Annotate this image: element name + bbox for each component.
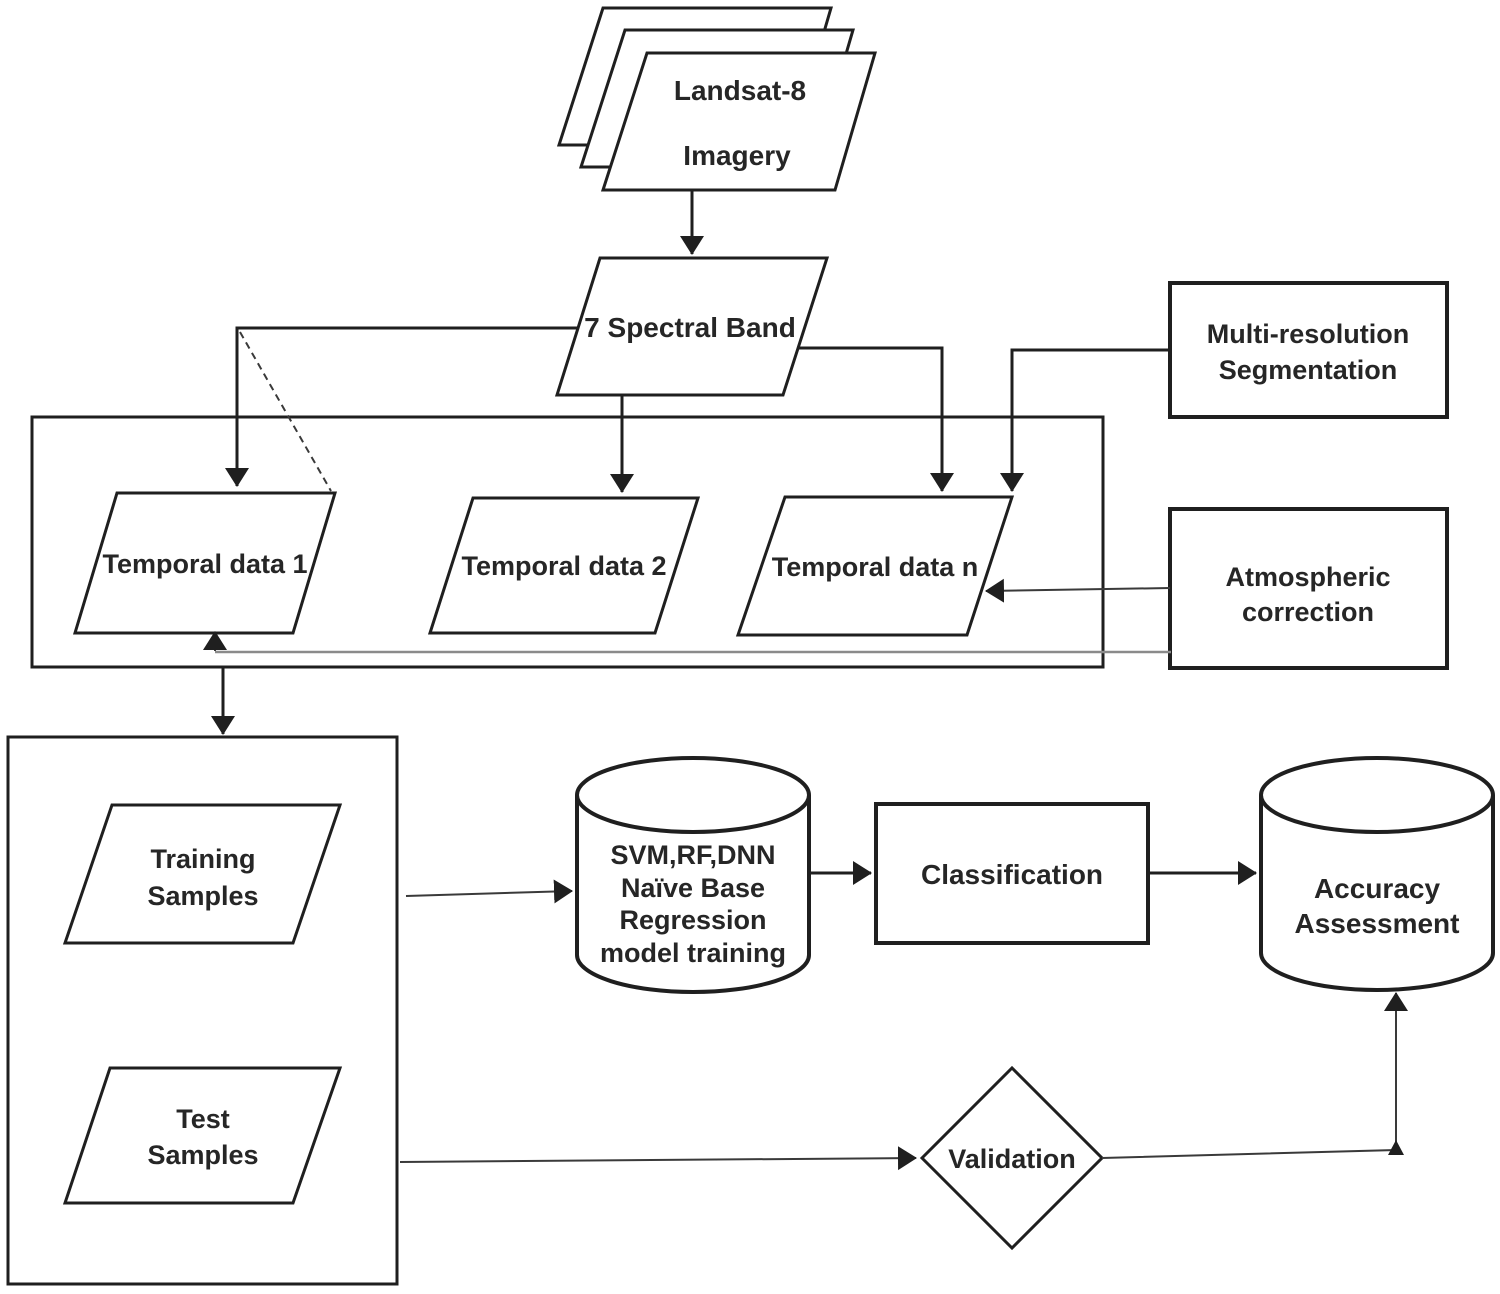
model-training-cylinder-top [575,756,811,834]
landsat-imagery-shape [600,51,878,192]
model-training-cylinder-body [575,795,811,994]
model-label-line1: SVM,RF,DNN [610,840,775,870]
landsat-label-line2: Imagery [683,140,791,171]
temporal-data-n-label: Temporal data n [772,552,979,582]
validation-label: Validation [948,1144,1076,1174]
training-samples-label-line2: Samples [147,881,258,911]
samples-group-box [6,735,399,1286]
arrow-spectral-to-temporaln [798,346,954,492]
spectral-band-label: 7 Spectral Band [584,312,796,343]
classification-label: Classification [921,859,1103,890]
accuracy-cylinder-body [1259,795,1495,992]
multires-label-line1: Multi-resolution [1207,319,1409,349]
arrow-spectral-to-temporal1 [225,326,578,487]
temporal-data-2-shape [427,496,701,635]
stray-diagonal-line [239,331,332,492]
accuracy-label-line1: Accuracy [1314,873,1441,904]
arrow-validation-to-accuracy [1101,992,1408,1159]
test-samples-label-line1: Test [176,1104,230,1134]
training-samples-label-line1: Training [150,844,255,874]
model-label-line2: Naïve Base [621,873,765,903]
test-samples-shape [62,1066,343,1205]
multi-resolution-segmentation-box [1168,281,1449,419]
arrow-multires-to-temporaln [1000,348,1170,492]
arrow-atmospheric-to-temporaln [985,578,1171,603]
test-samples-label-line2: Samples [147,1140,258,1170]
multires-label-line2: Segmentation [1219,355,1398,385]
corner-arrowhead-icon [1388,1140,1404,1155]
temporal-data-2-label: Temporal data 2 [461,551,666,581]
training-samples-shape [62,803,343,945]
spectral-band-shape [554,256,830,397]
classification-box [874,802,1150,945]
temporal-data-n-shape [735,495,1015,637]
arrow-training-to-model [405,879,573,904]
accuracy-cylinder-top [1259,756,1495,834]
arrow-test-to-validation [399,1146,917,1171]
model-label-line3: Regression [619,905,766,935]
temporal-data-1-shape [72,491,338,635]
model-label-line4: model training [600,938,786,968]
accuracy-label-line2: Assessment [1295,908,1460,939]
temporal-data-1-label: Temporal data 1 [102,549,307,579]
temporal-group-box [30,415,1105,669]
atmospheric-label-line2: correction [1242,597,1374,627]
atmospheric-label-line1: Atmospheric [1225,562,1390,592]
landsat-label-line1: Landsat-8 [674,75,806,106]
